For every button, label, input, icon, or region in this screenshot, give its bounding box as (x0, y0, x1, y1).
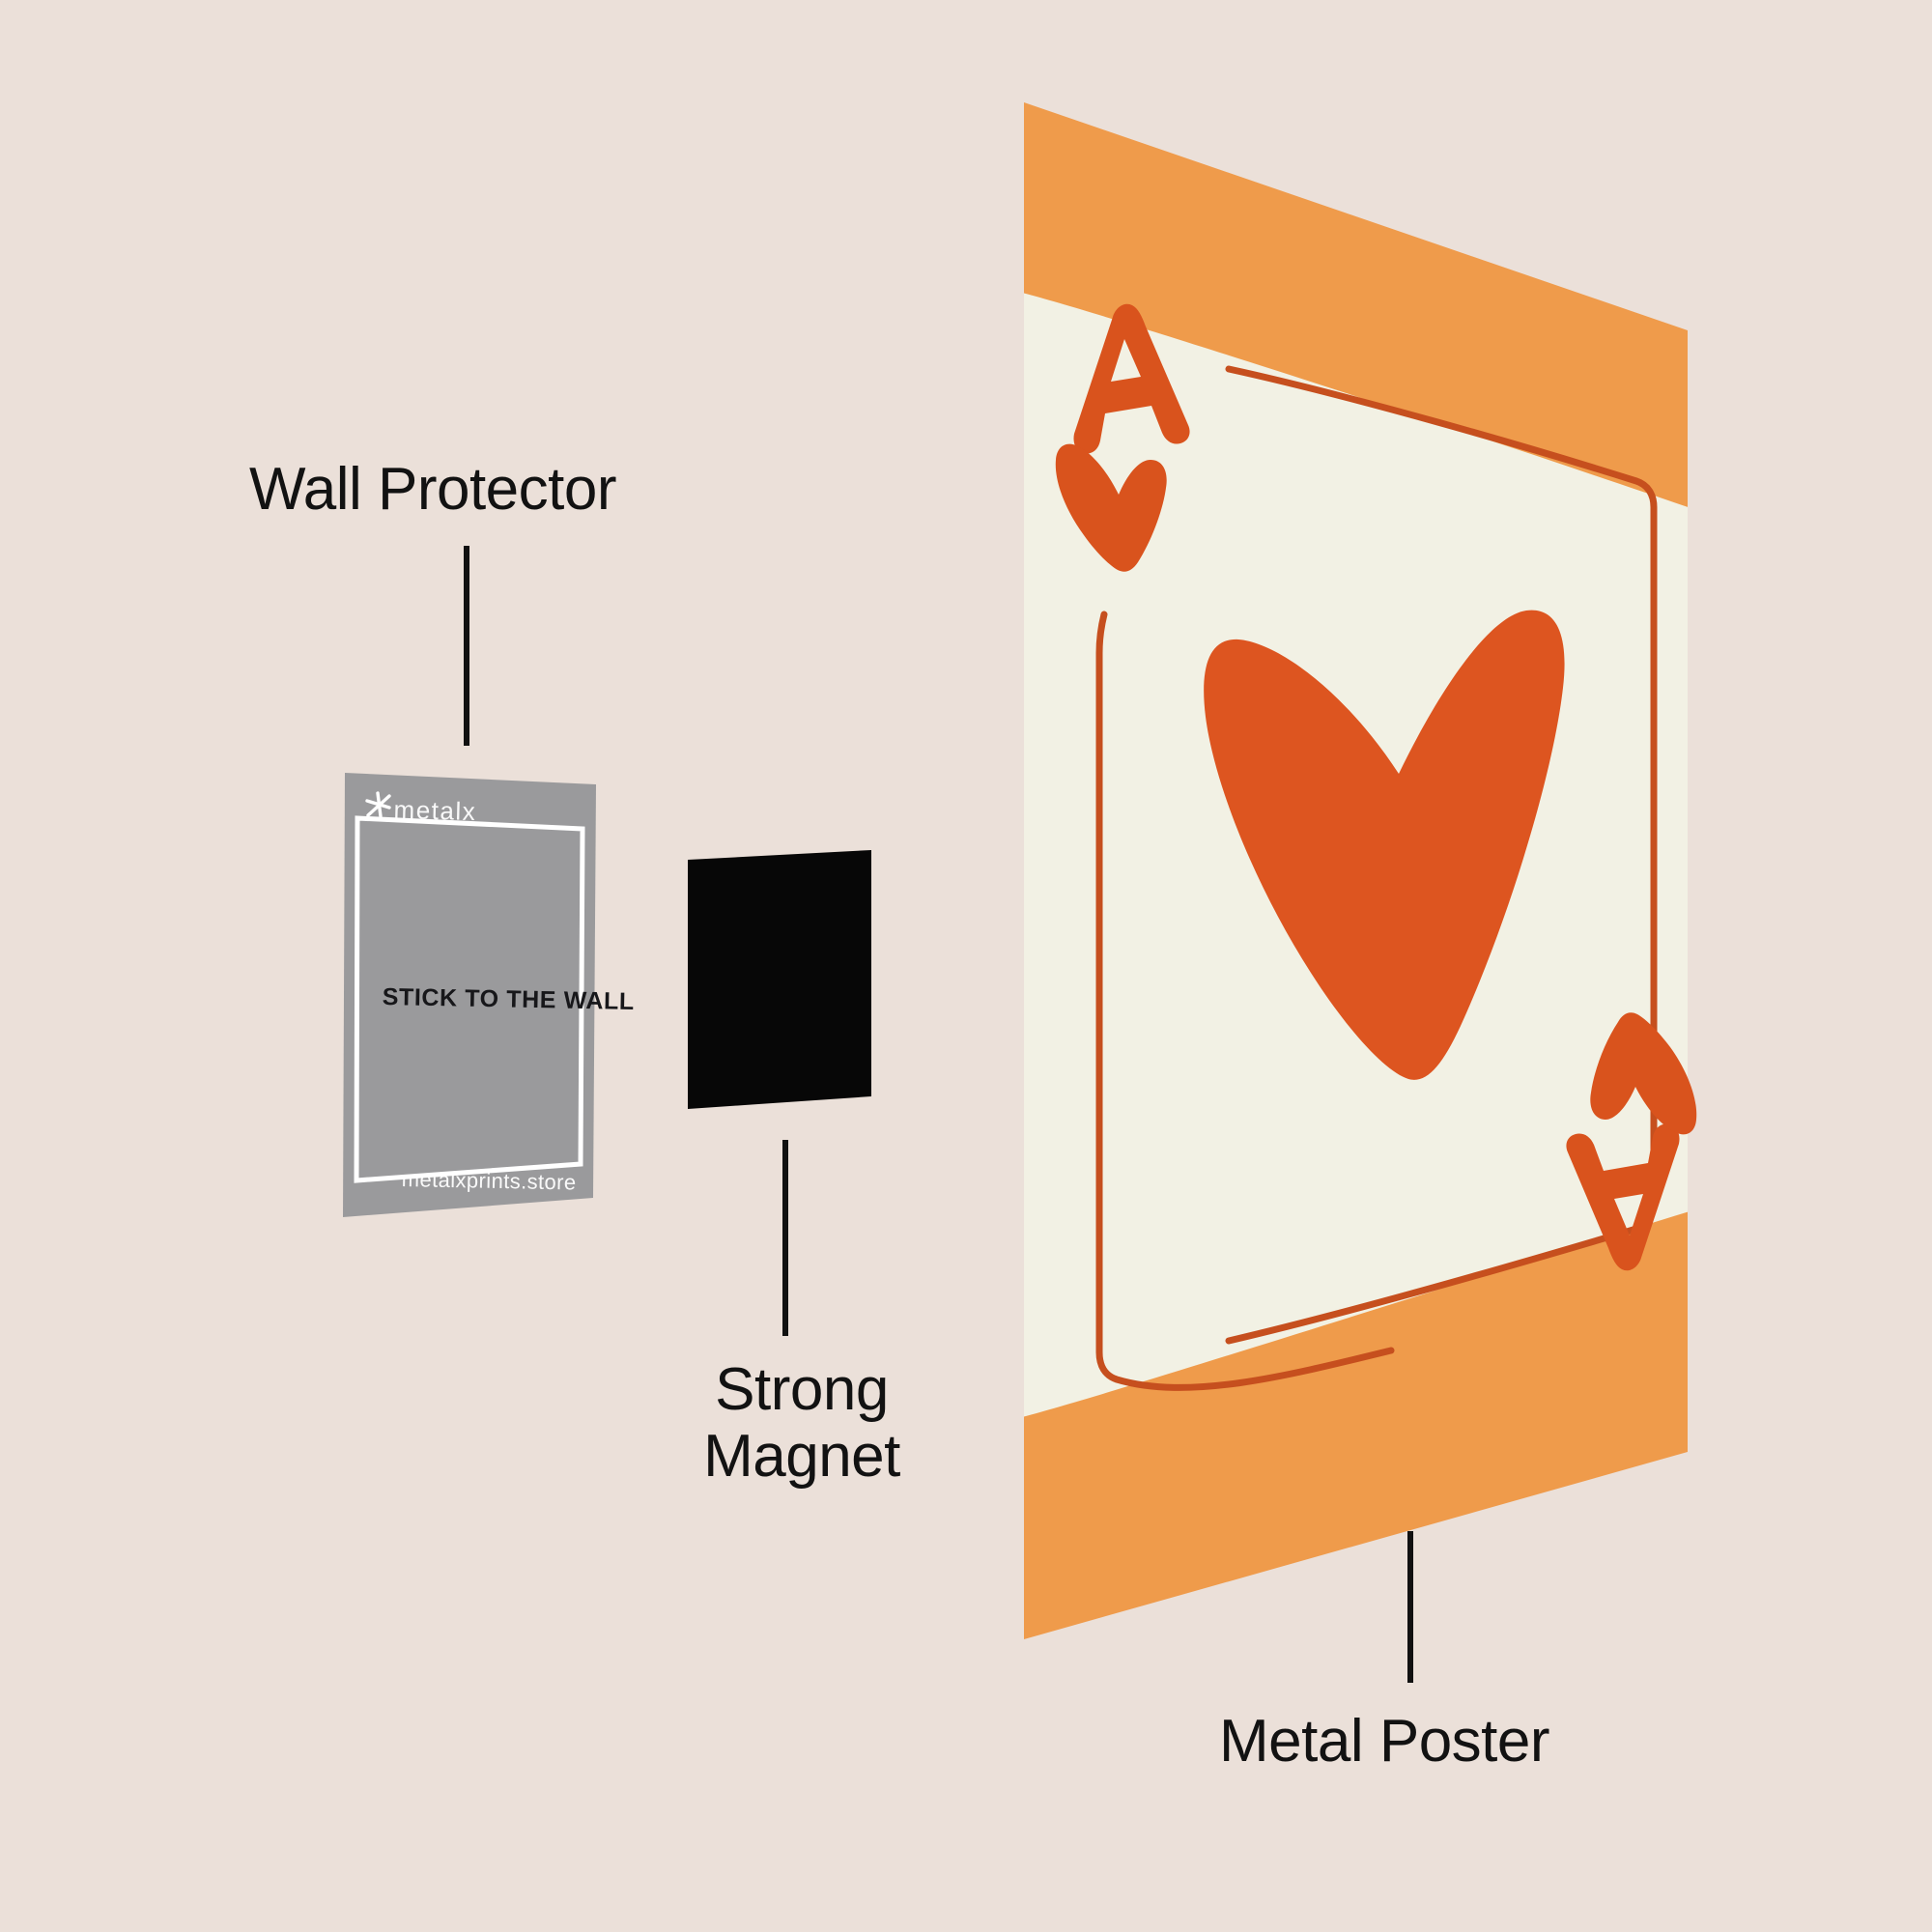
wall-protector-headline: STICK TO THE WALL (382, 983, 636, 1016)
rank-a-top-icon (1073, 303, 1190, 454)
suit-heart-center-icon (1204, 610, 1565, 1080)
metal-poster-corner-top-left (1055, 303, 1190, 572)
suit-heart-bottom-icon (1590, 1012, 1697, 1135)
wall-protector-card (343, 773, 596, 1217)
wall-protector-group[interactable] (343, 773, 596, 1217)
metal-poster-inner-frame (1095, 365, 1658, 1391)
callout-label-strong-magnet: Strong Magnet (703, 1356, 900, 1491)
wall-protector-brand-text: metalx (393, 795, 477, 827)
wall-protector-url: metalxprints.store (401, 1167, 577, 1195)
metalx-cross-icon (365, 791, 391, 818)
wall-protector-inner-border (354, 815, 585, 1183)
strong-magnet-tile (688, 850, 871, 1109)
rank-a-bottom-icon (1566, 1123, 1680, 1271)
metal-poster-corner-bottom-right (1566, 1012, 1697, 1271)
callout-label-metal-poster: Metal Poster (1219, 1708, 1550, 1775)
strong-magnet-group[interactable] (688, 850, 871, 1109)
metal-poster-group[interactable] (1010, 102, 1702, 1639)
suit-heart-top-icon (1055, 443, 1167, 572)
callout-label-wall-protector: Wall Protector (249, 456, 617, 523)
callout-leader-lines (464, 546, 1413, 1683)
